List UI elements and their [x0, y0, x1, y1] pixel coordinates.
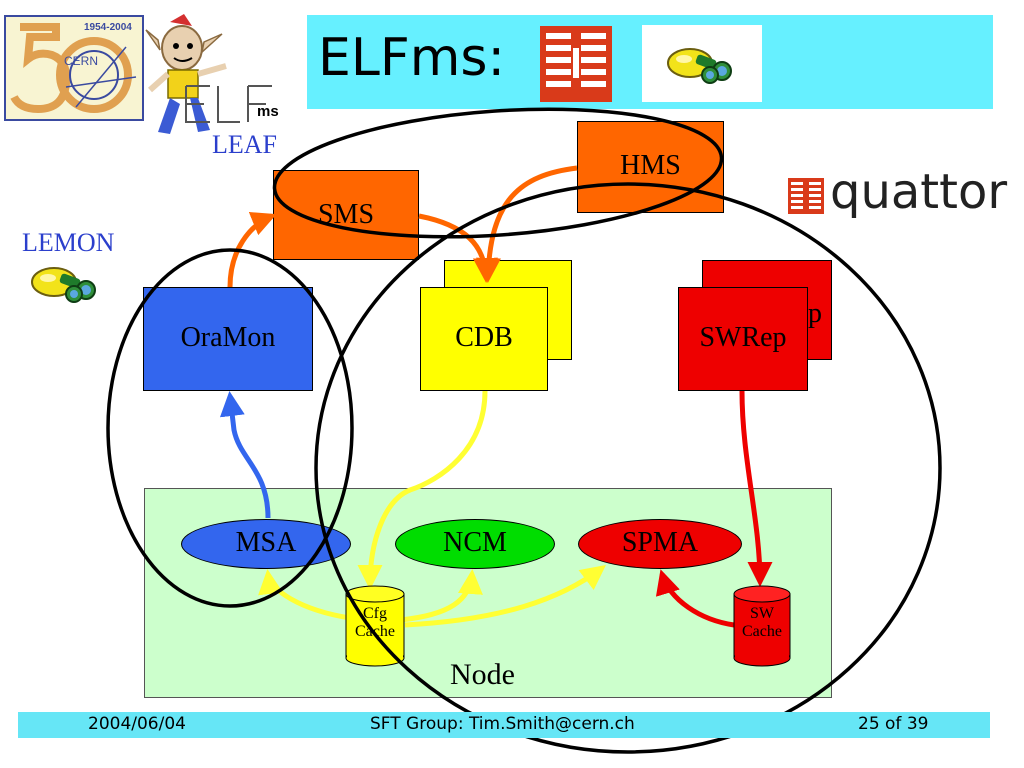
msa-label: MSA: [235, 527, 297, 558]
leaf-label: LEAF: [212, 130, 277, 159]
swrep-box: [678, 287, 808, 391]
lemon-label: LEMON: [22, 228, 115, 257]
elf-sub-label: ms: [257, 103, 279, 120]
elf-mascot-icon: [145, 14, 227, 134]
cern-50-icon: [10, 23, 137, 114]
page-title: ELFms:: [318, 28, 506, 88]
arrow-swrep-to-swcache: [739, 390, 773, 587]
node-label: Node: [450, 658, 515, 691]
elf-wordmark-icon: [185, 85, 278, 124]
arrow-cfgcache-to-ncm: [399, 569, 483, 623]
arrow-cdb-to-cfgcache: [357, 390, 488, 590]
sw-cache-cylinder: [733, 585, 791, 667]
arrow-msa-to-oramon: [219, 391, 271, 519]
quattor-logo-icon: [540, 26, 612, 102]
spma-agent: [578, 519, 742, 569]
arrow-cfgcache-to-msa: [258, 569, 351, 621]
leaf-ellipse: [272, 107, 724, 239]
arrow-swcache-to-spma: [655, 569, 735, 628]
spma-label: SPMA: [621, 527, 699, 558]
lemon-side-binoculars-icon: [31, 267, 96, 303]
hms-label: HMS: [620, 150, 681, 181]
arrow-hms-to-cdb: [476, 165, 578, 283]
lemon-binoculars-icon: [667, 48, 732, 84]
oramon-box: [143, 287, 313, 391]
sw-cache-label-1: SW: [750, 605, 774, 622]
quattor-ellipse: [314, 182, 942, 754]
cdb-box: [420, 287, 548, 391]
arrow-cfgcache-to-spma: [404, 564, 606, 628]
ncm-label: NCM: [443, 527, 507, 558]
quattor-wordmark: quattor: [830, 164, 1008, 220]
footer-date: 2004/06/04: [88, 714, 186, 734]
cdb-label: CDB: [455, 322, 513, 353]
cfg-cache-cylinder: [345, 585, 405, 667]
lemon-ellipse: [106, 248, 354, 608]
swrep-back-label: p: [808, 298, 822, 329]
cfg-cache-label-2: Cache: [355, 623, 395, 640]
quattor-small-icon: [788, 178, 824, 214]
footer-page-number: 25 of 39: [858, 714, 929, 734]
oramon-label: OraMon: [180, 322, 276, 353]
sw-cache-label-2: Cache: [742, 623, 782, 640]
footer-bar: [18, 712, 990, 738]
hms-box: [577, 121, 724, 213]
cern-years: 1954-2004: [84, 22, 132, 33]
cfg-cache-label-1: Cfg: [363, 605, 387, 622]
arrow-oramon-to-sms: [227, 212, 277, 288]
ncm-agent: [395, 519, 555, 569]
cern-text: CERN: [64, 54, 99, 68]
swrep-label: SWRep: [699, 322, 787, 353]
footer-author: SFT Group: Tim.Smith@cern.ch: [370, 714, 635, 734]
